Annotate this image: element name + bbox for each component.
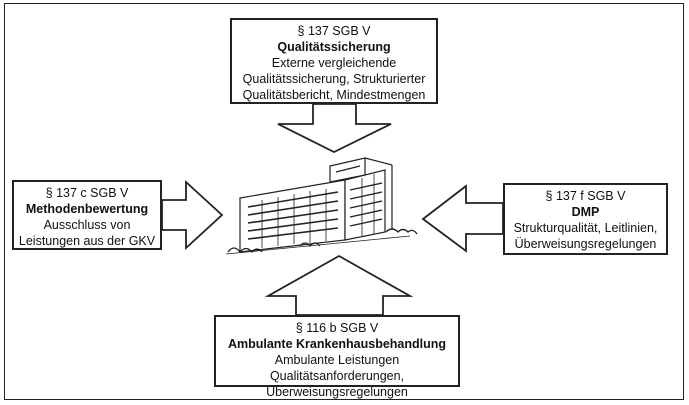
section-label: § 137 f SGB V (545, 189, 626, 203)
box-text-line: Qualitätssicherung, Strukturierter (242, 72, 426, 86)
quality-assurance-box: § 137 SGB V Qualitätssicherung Externe v… (230, 18, 438, 104)
box-text-line: Strukturqualität, Leitlinien, (513, 221, 658, 235)
section-label: § 137 c SGB V (45, 186, 129, 200)
box-text-line: Qualitätsanforderungen, Überweisungsrege… (266, 369, 408, 399)
ambulatory-treatment-box: § 116 b SGB V Ambulante Krankenhausbehan… (214, 315, 460, 399)
arrow-left-icon (421, 184, 504, 253)
box-text-line: Ambulante Leistungen (274, 353, 400, 367)
box-text-line: Externe vergleichende (271, 56, 397, 70)
box-title: Ambulante Krankenhausbehandlung (227, 337, 447, 351)
arrow-up-icon (264, 254, 414, 316)
arrow-right-icon (161, 179, 224, 251)
box-text-line: Überweisungsregelungen (514, 237, 657, 251)
hospital-building-icon (225, 157, 418, 255)
box-title: DMP (571, 205, 600, 219)
method-evaluation-box: § 137 c SGB V Methodenbewertung Ausschlu… (12, 180, 162, 250)
section-label: § 137 SGB V (297, 24, 371, 38)
dmp-box: § 137 f SGB V DMP Strukturqualität, Leit… (503, 183, 668, 255)
box-text-line: Ausschluss von (43, 218, 131, 232)
diagram-frame (4, 3, 684, 400)
arrow-down-icon (277, 103, 392, 154)
box-title: Qualitätssicherung (277, 40, 391, 54)
section-label: § 116 b SGB V (295, 321, 379, 335)
box-title: Methodenbewertung (25, 202, 149, 216)
box-text-line: Qualitätsbericht, Mindestmengen (242, 88, 426, 102)
box-text-line: Leistungen aus der GKV (18, 234, 156, 248)
